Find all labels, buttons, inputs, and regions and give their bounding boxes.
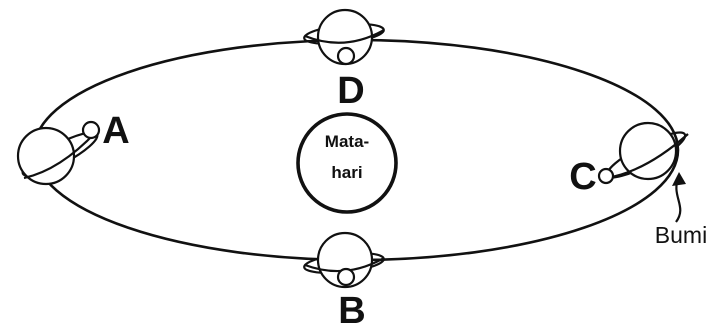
planet-position-a xyxy=(16,120,101,186)
moon xyxy=(81,120,101,140)
earth-label: Bumi xyxy=(655,222,707,248)
planet-position-b xyxy=(303,231,385,289)
planet-position-c xyxy=(597,121,689,185)
sun-circle xyxy=(296,112,398,214)
planet-body xyxy=(16,126,76,186)
position-label-b: B xyxy=(338,290,365,327)
sun-label-line1: Mata- xyxy=(325,132,369,151)
position-label-a: A xyxy=(102,110,129,152)
position-label-c: C xyxy=(569,156,596,198)
moon xyxy=(336,267,356,287)
planet-position-d xyxy=(303,8,385,66)
position-label-d: D xyxy=(337,70,364,112)
planet-ring-front xyxy=(23,131,97,180)
planet-body xyxy=(316,231,374,289)
planet-body xyxy=(618,121,678,181)
sun-label-line2: hari xyxy=(331,163,362,182)
moon xyxy=(336,46,356,66)
sun: Mata- hari xyxy=(296,112,398,214)
arrow-head xyxy=(672,172,686,186)
planet-ring-front xyxy=(304,29,385,44)
earth-pointer-arrow xyxy=(672,172,686,223)
moon xyxy=(597,167,615,185)
